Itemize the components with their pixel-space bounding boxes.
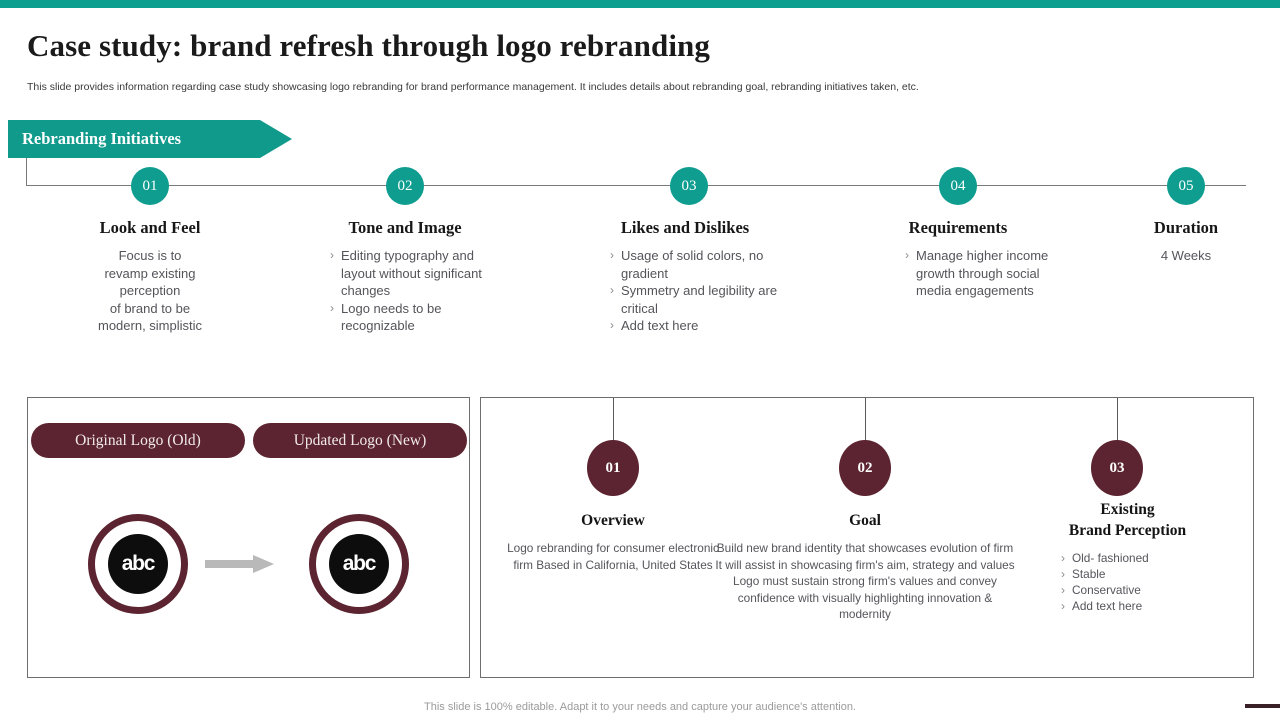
timeline-node-04[interactable]: 04 [939, 167, 977, 205]
list-item-label: Stable [1072, 567, 1106, 581]
timeline-column-text: 4 Weeks [1081, 247, 1280, 265]
chevron-right-icon: › [1061, 583, 1065, 597]
detail-stem-03 [1117, 398, 1118, 443]
arrow-right-icon [205, 555, 274, 573]
detail-column-title-line2: Brand Perception [1068, 522, 1187, 539]
chevron-right-icon: › [1061, 567, 1065, 581]
list-item-label: Manage higher income growth through soci… [916, 248, 1049, 298]
footer-note: This slide is 100% editable. Adapt it to… [424, 701, 856, 713]
list-item-label: Editing typography and layout without si… [341, 248, 482, 298]
detail-column-list: › Old- fashioned › Stable › Conservative… [1020, 550, 1235, 614]
list-item: › Editing typography and layout without … [330, 247, 510, 300]
timeline-column-likes-and-dislikes: Likes and Dislikes › Usage of solid colo… [580, 218, 790, 335]
timeline-column-text: › Editing typography and layout without … [300, 247, 510, 335]
list-item: › Add text here [610, 317, 790, 335]
detail-stem-02 [865, 398, 866, 443]
list-item: › Stable [1061, 566, 1235, 582]
updated-logo-pill-label: Updated Logo (New) [293, 431, 427, 449]
detail-column-title-line1: Existing [1100, 501, 1155, 518]
detail-stem-01 [613, 398, 614, 443]
timeline-column-title: Duration [1153, 218, 1219, 237]
logo-core: abc [329, 534, 389, 594]
list-item-label: Add text here [621, 318, 699, 333]
timeline-column-title: Likes and Dislikes [620, 218, 750, 237]
page-subtitle: This slide provides information regardin… [27, 81, 919, 93]
detail-column-goal: Goal Build new brand identity that showc… [713, 510, 1017, 623]
timeline-column-look-and-feel: Look and Feel Focus is to revamp existin… [45, 218, 255, 335]
timeline-column-requirements: Requirements › Manage higher income grow… [853, 218, 1063, 300]
text-line: modern, simplistic [97, 318, 203, 333]
original-logo-pill-label: Original Logo (Old) [75, 431, 201, 449]
page-title: Case study: brand refresh through logo r… [27, 28, 710, 63]
chevron-right-icon: › [905, 248, 909, 262]
timeline-column-text: › Manage higher income growth through so… [853, 247, 1063, 300]
list-item-label: Conservative [1072, 583, 1141, 597]
timeline-column-tone-and-image: Tone and Image › Editing typography and … [300, 218, 510, 335]
detail-column-title: Goal [849, 512, 881, 529]
text-line: revamp existing [104, 265, 196, 281]
detail-column-title: Existing Brand Perception [1020, 499, 1235, 541]
text-line: Focus is to [118, 248, 182, 263]
list-item-label: Usage of solid colors, no gradient [621, 248, 764, 281]
text-line: of brand to be [109, 300, 191, 316]
timeline-column-title: Look and Feel [99, 218, 201, 237]
detail-column-body: Logo rebranding for consumer electronic … [507, 541, 719, 572]
text-line: perception [119, 283, 181, 298]
text-line: 4 Weeks [1160, 248, 1212, 263]
timeline-node-05[interactable]: 05 [1167, 167, 1205, 205]
section-ribbon-label: Rebranding Initiatives [22, 129, 182, 148]
top-accent-bar [0, 0, 1280, 8]
timeline-node-03[interactable]: 03 [670, 167, 708, 205]
chevron-right-icon: › [610, 283, 614, 297]
list-item-label: Add text here [1072, 599, 1143, 613]
detail-column-title: Overview [581, 512, 645, 529]
chevron-right-icon: › [610, 318, 614, 332]
detail-column-brand-perception: Existing Brand Perception › Old- fashion… [1020, 499, 1235, 614]
list-item: › Conservative [1061, 582, 1235, 598]
list-item-label: Old- fashioned [1072, 551, 1149, 565]
detail-node-02[interactable]: 02 [839, 440, 891, 496]
updated-logo-pill[interactable]: Updated Logo (New) [253, 423, 467, 458]
list-item-label: Symmetry and legibility are critical [621, 283, 778, 316]
section-ribbon: Rebranding Initiatives [8, 120, 292, 158]
logo-wordmark: abc [342, 552, 377, 575]
original-logo-pill[interactable]: Original Logo (Old) [31, 423, 245, 458]
timeline-column-text: › Usage of solid colors, no gradient › S… [580, 247, 790, 335]
timeline-column-title: Requirements [908, 218, 1008, 237]
detail-column-overview: Overview Logo rebranding for consumer el… [504, 510, 722, 573]
list-item: › Symmetry and legibility are critical [610, 282, 790, 317]
chevron-right-icon: › [1061, 599, 1065, 613]
logo-core: abc [108, 534, 168, 594]
footer-accent-bar [1245, 704, 1280, 708]
chevron-right-icon: › [330, 248, 334, 262]
chevron-right-icon: › [1061, 551, 1065, 565]
original-logo-mark: abc [88, 514, 188, 614]
chevron-right-icon: › [330, 300, 334, 315]
list-item: › Add text here [1061, 598, 1235, 614]
detail-node-01[interactable]: 01 [587, 440, 639, 496]
timeline-column-text: Focus is to revamp existing perception o… [45, 247, 255, 335]
timeline-column-duration: Duration 4 Weeks [1081, 218, 1280, 265]
timeline-node-02[interactable]: 02 [386, 167, 424, 205]
timeline-node-01[interactable]: 01 [131, 167, 169, 205]
list-item: › Old- fashioned [1061, 550, 1235, 566]
chevron-right-icon: › [610, 248, 614, 262]
list-item: › Manage higher income growth through so… [905, 247, 1063, 300]
list-item: › Logo needs to be recognizable [330, 300, 510, 335]
timeline-connector-vertical [26, 158, 27, 186]
detail-column-body: Build new brand identity that showcases … [715, 541, 1015, 621]
detail-node-03[interactable]: 03 [1091, 440, 1143, 496]
timeline-rail [26, 185, 1246, 186]
list-item: › Usage of solid colors, no gradient [610, 247, 790, 282]
updated-logo-mark: abc [309, 514, 409, 614]
logo-wordmark: abc [121, 552, 156, 575]
list-item-label: Logo needs to be recognizable [341, 300, 442, 334]
timeline-column-title: Tone and Image [348, 218, 462, 237]
